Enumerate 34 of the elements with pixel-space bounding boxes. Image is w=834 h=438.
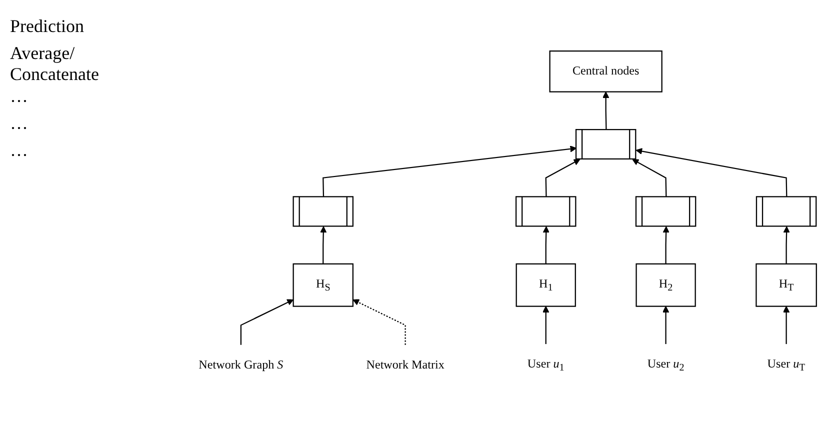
side-label: ··· bbox=[10, 91, 29, 112]
arrow bbox=[240, 300, 294, 346]
node-bar bbox=[756, 196, 817, 227]
node-bar bbox=[292, 196, 354, 227]
node-text: Network Matrix bbox=[366, 358, 444, 372]
node-box: H$_{S}$ bbox=[292, 264, 354, 308]
node-bar bbox=[515, 196, 576, 227]
node-box: Central nodes bbox=[549, 50, 662, 93]
arrow bbox=[320, 226, 327, 264]
arrow bbox=[542, 306, 550, 344]
node-text: User u$_{T}$ bbox=[767, 358, 806, 374]
node-box: H$_{2}$ bbox=[636, 264, 696, 308]
side-label: Prediction bbox=[10, 16, 85, 37]
arrow bbox=[542, 226, 550, 264]
node-box: H$_{T}$ bbox=[756, 264, 817, 308]
node-bar bbox=[635, 196, 696, 227]
arrow bbox=[602, 92, 610, 130]
side-label: Average/ Concatenate bbox=[10, 43, 100, 85]
arrow bbox=[782, 306, 790, 344]
arrow bbox=[783, 226, 790, 264]
arrow bbox=[545, 159, 580, 198]
node-text: User u$_{1}$ bbox=[527, 358, 564, 374]
node-text: User u$_{2}$ bbox=[647, 358, 684, 374]
arrow bbox=[636, 148, 788, 198]
node-text: Network Graph S bbox=[198, 358, 284, 372]
arrow bbox=[352, 300, 406, 346]
arrow bbox=[662, 226, 670, 264]
arrow bbox=[632, 159, 667, 198]
side-label: ··· bbox=[10, 145, 29, 166]
arrow bbox=[322, 146, 577, 198]
arrow bbox=[662, 306, 670, 344]
side-label: ··· bbox=[10, 118, 29, 139]
node-bar bbox=[575, 129, 636, 160]
node-box: H$_{1}$ bbox=[516, 264, 576, 308]
